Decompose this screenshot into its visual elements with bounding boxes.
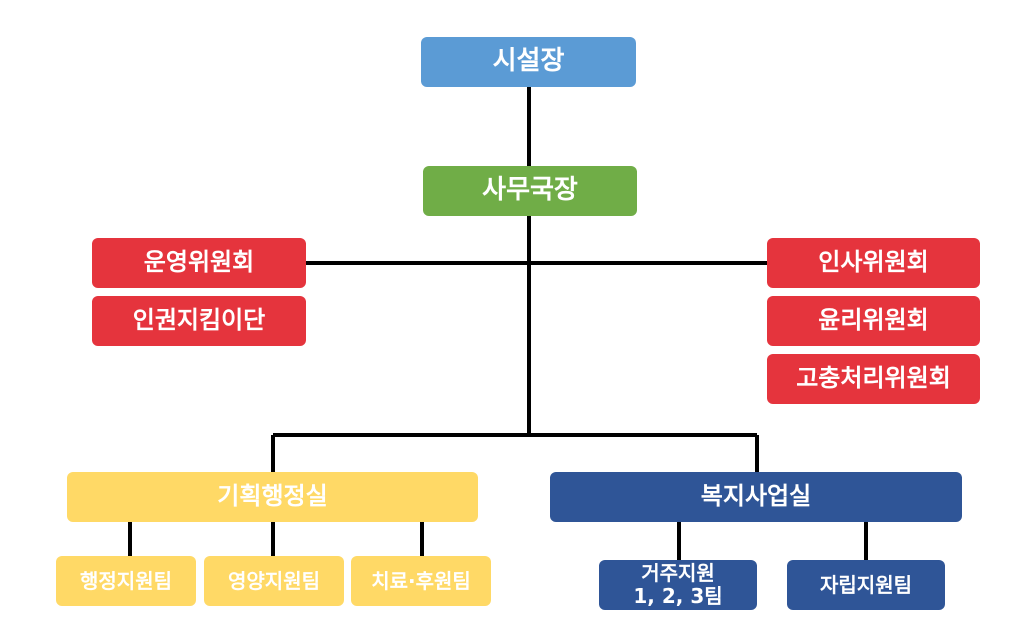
human-rights-team-node: 인권지킴이단 [92,296,306,346]
welfare-office-node: 복지사업실 [550,472,962,522]
secretary-general-node: 사무국장 [423,166,637,216]
therapy-sponsorship-team-node: 치료·후원팀 [351,556,491,606]
ethics-committee-node: 윤리위원회 [767,296,980,346]
residential-support-teams-node: 거주지원 1, 2, 3팀 [599,560,757,610]
director-node: 시설장 [421,37,636,87]
planning-admin-office-node: 기획행정실 [67,472,478,522]
independence-support-team-node: 자립지원팀 [787,560,945,610]
nutrition-support-team-node: 영양지원팀 [204,556,344,606]
personnel-committee-node: 인사위원회 [767,238,980,288]
operations-committee-node: 운영위원회 [92,238,306,288]
admin-support-team-node: 행정지원팀 [56,556,196,606]
grievance-committee-node: 고충처리위원회 [767,354,980,404]
